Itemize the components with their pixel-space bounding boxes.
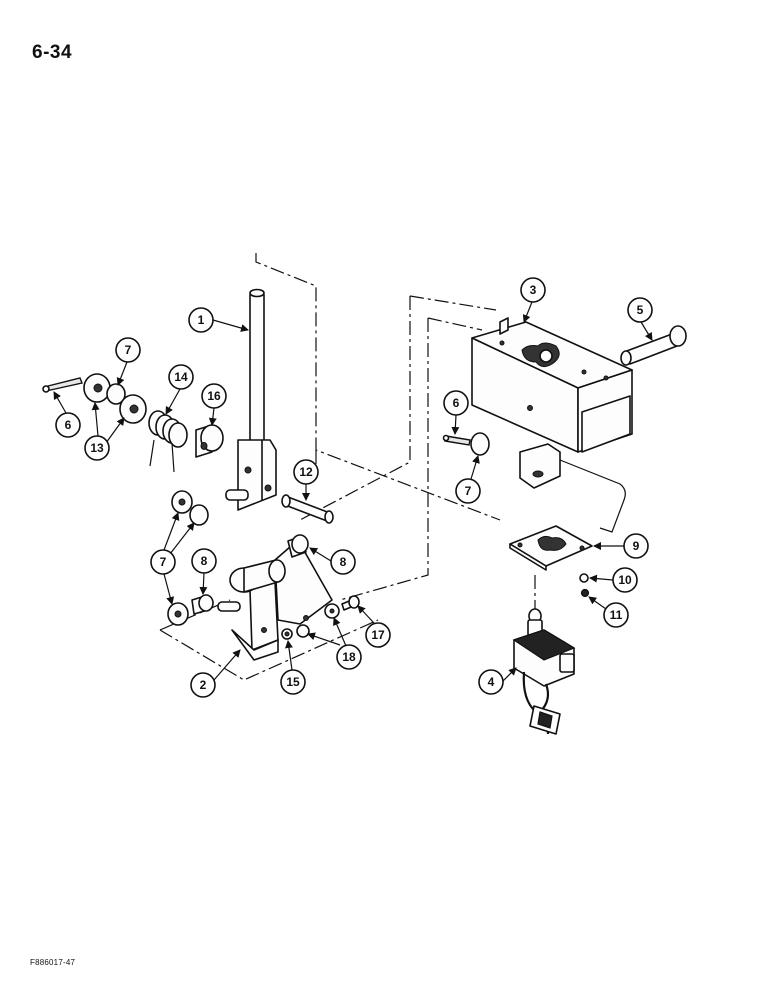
- part-lock-washer: [579, 573, 589, 583]
- part-cotter-pin-right: [442, 434, 471, 446]
- callout-3: 3: [520, 277, 546, 323]
- callout-10: 10: [589, 567, 638, 593]
- callout-2: 2: [190, 649, 241, 698]
- page-number: 6-34: [32, 42, 73, 63]
- callout-16: 16: [201, 383, 227, 426]
- callout-4-label: 4: [488, 675, 495, 689]
- callout-8-right-label: 8: [340, 555, 347, 569]
- callout-6-left: 6: [53, 391, 81, 438]
- callout-7-mid: 7: [150, 512, 195, 605]
- callout-7-right: 7: [455, 455, 481, 504]
- callout-5-label: 5: [637, 303, 644, 317]
- callout-18: 18: [307, 617, 362, 670]
- part-torsion-spring: [148, 410, 188, 473]
- callout-2-label: 2: [200, 678, 207, 692]
- part-cotter-pin-left: [42, 377, 83, 393]
- part-washer-left-1: [83, 373, 111, 403]
- callout-1-label: 1: [198, 313, 205, 327]
- callout-6-right: 6: [443, 390, 469, 435]
- callout-16-label: 16: [207, 389, 221, 403]
- part-lever-rod: [225, 288, 277, 511]
- part-washer-low: [167, 602, 189, 626]
- part-bushing-spacer: [195, 424, 224, 458]
- part-bolt: [341, 595, 360, 611]
- callout-14-label: 14: [174, 370, 188, 384]
- part-switch-plate: [509, 525, 593, 571]
- callout-8-left-label: 8: [201, 554, 208, 568]
- callout-17-label: 17: [371, 628, 385, 642]
- assembly-phantom-lines: [159, 253, 547, 681]
- callout-11: 11: [588, 596, 629, 628]
- callout-10-label: 10: [618, 573, 632, 587]
- callout-9: 9: [593, 533, 649, 559]
- part-bushing-upper: [287, 534, 309, 558]
- callout-8-right: 8: [309, 547, 356, 575]
- callout-18-label: 18: [342, 650, 356, 664]
- part-mounting-housing: [471, 317, 633, 533]
- callout-6-left-label: 6: [65, 418, 72, 432]
- part-washer-mid-2: [189, 504, 209, 526]
- callout-7-mid-label: 7: [160, 555, 167, 569]
- callout-5: 5: [627, 297, 653, 341]
- part-washer-right: [470, 432, 490, 456]
- part-washer-left-3: [119, 394, 147, 424]
- callout-7-top-label: 7: [125, 343, 132, 357]
- part-pivot-bracket: [217, 539, 333, 661]
- callout-1: 1: [188, 307, 249, 333]
- part-washers-pair: [296, 603, 340, 638]
- callout-17: 17: [357, 605, 391, 648]
- part-nut: [281, 628, 293, 640]
- callout-15: 15: [280, 640, 306, 695]
- callout-12: 12: [293, 459, 319, 501]
- callout-7-top: 7: [115, 337, 141, 386]
- part-small-nut: [580, 588, 590, 598]
- callout-11-label: 11: [610, 608, 623, 622]
- callout-14: 14: [165, 364, 194, 415]
- part-bushing-lower: [191, 594, 214, 615]
- callout-6-right-label: 6: [453, 396, 460, 410]
- callout-3-label: 3: [530, 283, 537, 297]
- callout-4: 4: [478, 667, 517, 695]
- callout-7-right-label: 7: [465, 484, 472, 498]
- callout-12-label: 12: [299, 465, 313, 479]
- callout-15-label: 15: [286, 675, 300, 689]
- part-washer-mid-1: [171, 490, 193, 514]
- part-washer-left-2: [106, 383, 126, 405]
- callout-13-label: 13: [90, 441, 104, 455]
- figure-code: F886017-47: [30, 958, 76, 967]
- callout-13: 13: [84, 402, 125, 461]
- callout-9-label: 9: [633, 539, 640, 553]
- part-hinge-pin: [620, 325, 687, 366]
- part-switch: [512, 608, 576, 735]
- part-pin: [281, 494, 334, 524]
- callout-8-left: 8: [191, 548, 217, 595]
